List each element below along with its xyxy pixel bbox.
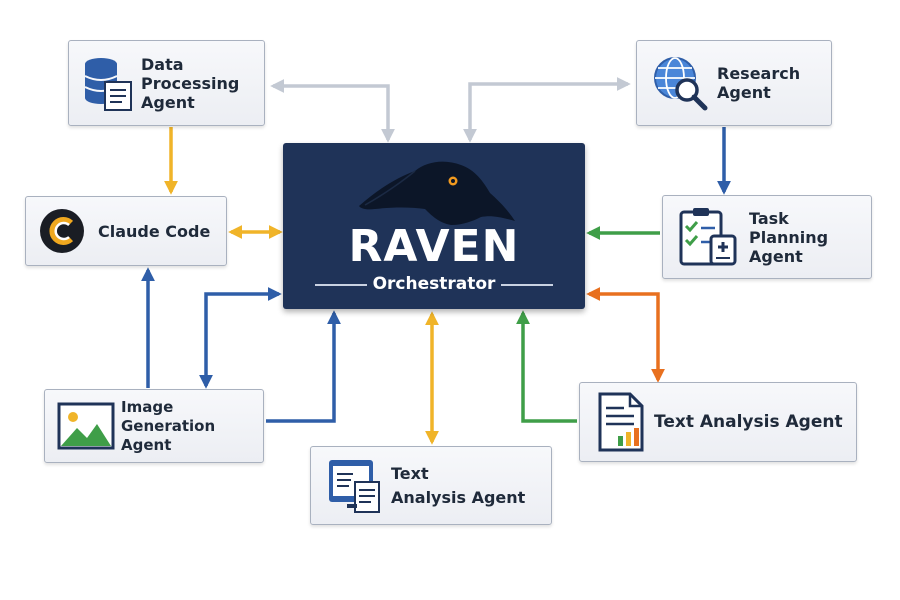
raven-icon [359,161,515,225]
text-analysis-agent-bottom-label: Text Analysis Agent [391,463,526,507]
data-processing-agent-node[interactable]: Data Processing Agent [68,40,265,126]
arrow-orchestrator-image [199,287,282,389]
report-chart-icon [596,391,646,453]
task-planning-agent-node[interactable]: Task Planning Agent [662,195,872,279]
arrow-data-processing-orchestrator [270,79,395,143]
document-icon [327,458,383,514]
task-planning-agent-label: Task Planning Agent [749,208,829,266]
text-analysis-agent-bottom-node[interactable]: Text Analysis Agent [310,446,552,525]
claude-code-logo-icon [38,207,86,255]
divider-left [315,284,367,286]
research-agent-label: Research Agent [717,64,801,102]
raven-orchestrator[interactable]: RAVEN Orchestrator [283,143,585,309]
text-analysis-agent-right-node[interactable]: Text Analysis Agent [579,382,857,462]
image-icon [57,401,115,451]
orchestrator-subtitle: Orchestrator [372,274,496,294]
data-processing-agent-label: Data Processing Agent [141,54,240,112]
claude-code-node[interactable]: Claude Code [25,196,227,266]
globe-search-icon [651,54,709,112]
text-analysis-agent-right-label: Text Analysis Agent [654,411,843,432]
claude-code-label: Claude Code [98,221,211,241]
arrow-text-analysis-right-orchestrator [516,310,577,423]
image-generation-agent-label: Image Generation Agent [121,397,216,454]
arrow-image-orchestrator [266,310,341,423]
research-agent-node[interactable]: Research Agent [636,40,832,126]
image-generation-agent-node[interactable]: Image Generation Agent [44,389,264,463]
arrow-orchestrator-text-analysis-right [586,287,665,383]
database-icon [81,54,133,112]
orchestrator-title: RAVEN [348,221,520,272]
divider-right [501,284,553,286]
checklist-icon [677,206,739,268]
arrow-research-orchestrator [463,77,631,143]
